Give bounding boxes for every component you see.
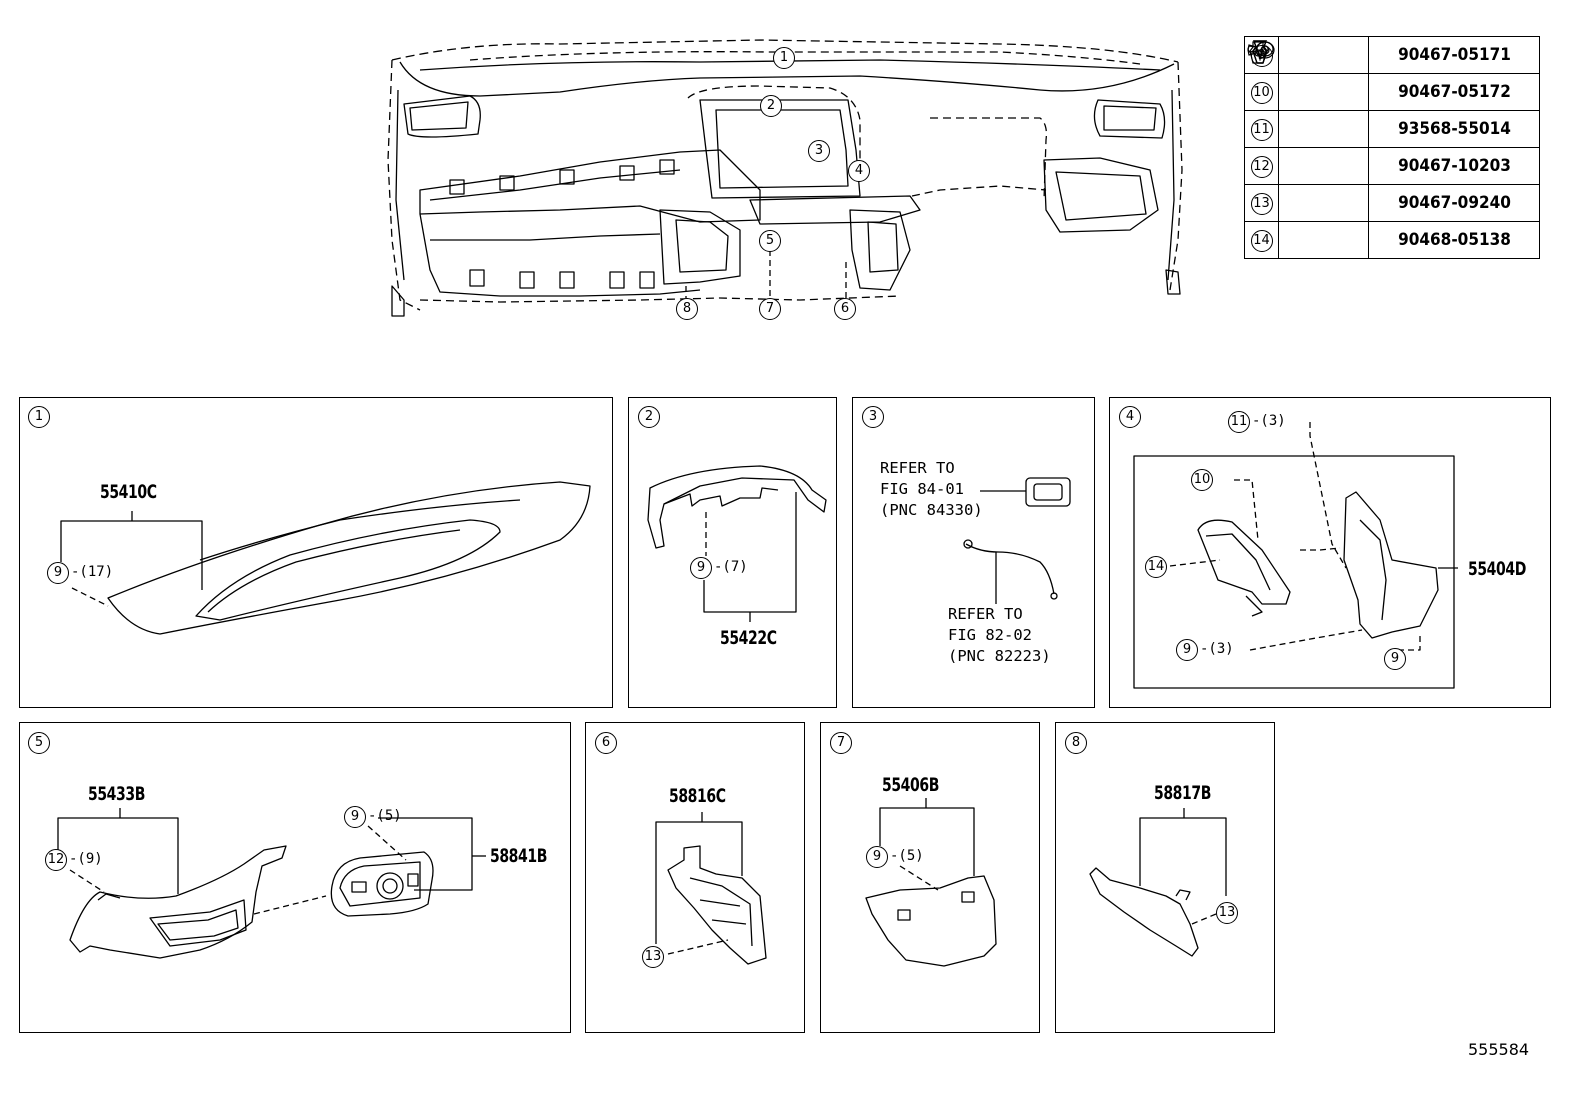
- legend-row[interactable]: 11 93568-55014: [1244, 40, 1540, 148]
- overview-callout-3[interactable]: 3: [808, 140, 830, 162]
- panel-5-drawing: [57, 808, 486, 959]
- panel-3: [852, 397, 1095, 708]
- part-number-58816C[interactable]: 58816C: [669, 785, 726, 807]
- overview-callout-2[interactable]: 2: [760, 95, 782, 117]
- panel-4-number: 4: [1119, 406, 1141, 428]
- part-number-55404D[interactable]: 55404D: [1468, 558, 1526, 580]
- rivet-callout-13[interactable]: 13: [642, 946, 664, 968]
- rivet-callout-13[interactable]: 13: [1216, 902, 1238, 924]
- panel-7-number: 7: [830, 732, 852, 754]
- panel-2-drawing: [647, 465, 827, 622]
- legend-row[interactable]: 10 90467-05172: [1244, 39, 1540, 111]
- panel-5: [19, 722, 571, 1033]
- panel-2: [628, 397, 837, 708]
- reference-note-fig-84-01[interactable]: REFER TO FIG 84-01 (PNC 84330): [880, 459, 983, 519]
- clip-callout-10[interactable]: 10: [1191, 469, 1213, 491]
- legend-ref-cell: 12: [1244, 147, 1279, 185]
- clip-icon: [1251, 39, 1369, 111]
- panel-2-number: 2: [638, 406, 660, 428]
- clip-callout[interactable]: 9: [47, 562, 69, 584]
- legend-part-number[interactable]: 93568-55014: [1376, 110, 1532, 148]
- clip-quantity: -(17): [71, 564, 114, 580]
- screw-callout[interactable]: 11: [1228, 411, 1250, 433]
- part-number-58841B[interactable]: 58841B: [490, 845, 547, 867]
- overview-instrument-panel-drawing: [387, 39, 1183, 317]
- screw-quantity: -(3): [1252, 413, 1286, 429]
- clip-callout-9b[interactable]: 9: [1384, 648, 1406, 670]
- legend-part-number[interactable]: 90468-05138: [1376, 221, 1532, 259]
- clip-callout[interactable]: 9: [690, 557, 712, 579]
- overview-callout-4[interactable]: 4: [848, 160, 870, 182]
- panel-1-number: 1: [28, 406, 50, 428]
- legend-ref-cell: 13: [1244, 184, 1279, 222]
- part-number-55422C[interactable]: 55422C: [720, 627, 777, 649]
- panel-3-drawing: [963, 477, 1071, 604]
- screw-icon: [1246, 40, 1369, 148]
- clip-quantity: -(7): [714, 559, 748, 575]
- legend-row[interactable]: 14 90468-05138: [1244, 40, 1540, 259]
- overview-callout-1[interactable]: 1: [773, 47, 795, 69]
- overview-callout-7[interactable]: 7: [759, 298, 781, 320]
- legend-ref-cell: 11: [1244, 110, 1279, 148]
- panel-4-drawing: [1133, 422, 1458, 689]
- overview-callout-8[interactable]: 8: [676, 298, 698, 320]
- legend-row[interactable]: 13 90467-09240: [1244, 40, 1540, 222]
- legend-row[interactable]: 12 90467-10203: [1244, 39, 1540, 185]
- panel-1: [19, 397, 613, 708]
- panel-4: [1109, 397, 1551, 708]
- panel-8: [1055, 722, 1275, 1033]
- legend-ref-cell: 10: [1244, 73, 1279, 111]
- legend-ref-number: 10: [1250, 81, 1273, 104]
- part-number-55410C[interactable]: 55410C: [100, 481, 157, 503]
- panel-7-drawing: [865, 798, 997, 967]
- legend-part-number[interactable]: 90467-09240: [1376, 184, 1532, 222]
- panel-8-drawing: [1089, 808, 1227, 957]
- legend-ref-number: 11: [1250, 118, 1273, 141]
- part-number-55406B[interactable]: 55406B: [882, 774, 939, 796]
- part-number-58817B[interactable]: 58817B: [1154, 782, 1211, 804]
- panel-6-number: 6: [595, 732, 617, 754]
- panel-6: [585, 722, 805, 1033]
- panel-3-number: 3: [862, 406, 884, 428]
- part-number-55433B[interactable]: 55433B: [88, 783, 145, 805]
- panel-5-number: 5: [28, 732, 50, 754]
- nut-clip-callout-14[interactable]: 14: [1145, 556, 1167, 578]
- clip-quantity-12: -(9): [69, 851, 103, 867]
- panel-8-number: 8: [1065, 732, 1087, 754]
- rivet-icon: [1246, 40, 1369, 222]
- clip-callout-9[interactable]: 9: [866, 846, 888, 868]
- panel-1-drawing: [60, 481, 591, 635]
- clip-callout-12[interactable]: 12: [45, 849, 67, 871]
- overview-callout-5[interactable]: 5: [759, 230, 781, 252]
- figure-id: 555584: [1468, 1040, 1530, 1059]
- legend-ref-cell: 14: [1244, 221, 1279, 259]
- reference-note-fig-82-02[interactable]: REFER TO FIG 82-02 (PNC 82223): [948, 605, 1051, 665]
- panel-7: [820, 722, 1040, 1033]
- legend-part-number[interactable]: 90467-10203: [1376, 147, 1532, 185]
- clip-icon: [1251, 39, 1369, 185]
- clip-quantity: -(5): [890, 848, 924, 864]
- legend-part-number[interactable]: 90467-05171: [1376, 36, 1532, 74]
- clip-quantity-9: -(5): [368, 808, 402, 824]
- legend-ref-number: 14: [1250, 229, 1273, 252]
- panel-6-drawing: [655, 812, 767, 965]
- nut-clip-icon: [1248, 40, 1369, 259]
- overview-callout-6[interactable]: 6: [834, 298, 856, 320]
- clip-quantity-9a: -(3): [1200, 641, 1234, 657]
- clip-icon: [1251, 36, 1369, 74]
- legend-part-number[interactable]: 90467-05172: [1376, 73, 1532, 111]
- clip-callout-9a[interactable]: 9: [1176, 639, 1198, 661]
- clip-callout-9[interactable]: 9: [344, 806, 366, 828]
- legend-ref-number: 13: [1250, 192, 1273, 215]
- legend-ref-number: 12: [1250, 155, 1273, 178]
